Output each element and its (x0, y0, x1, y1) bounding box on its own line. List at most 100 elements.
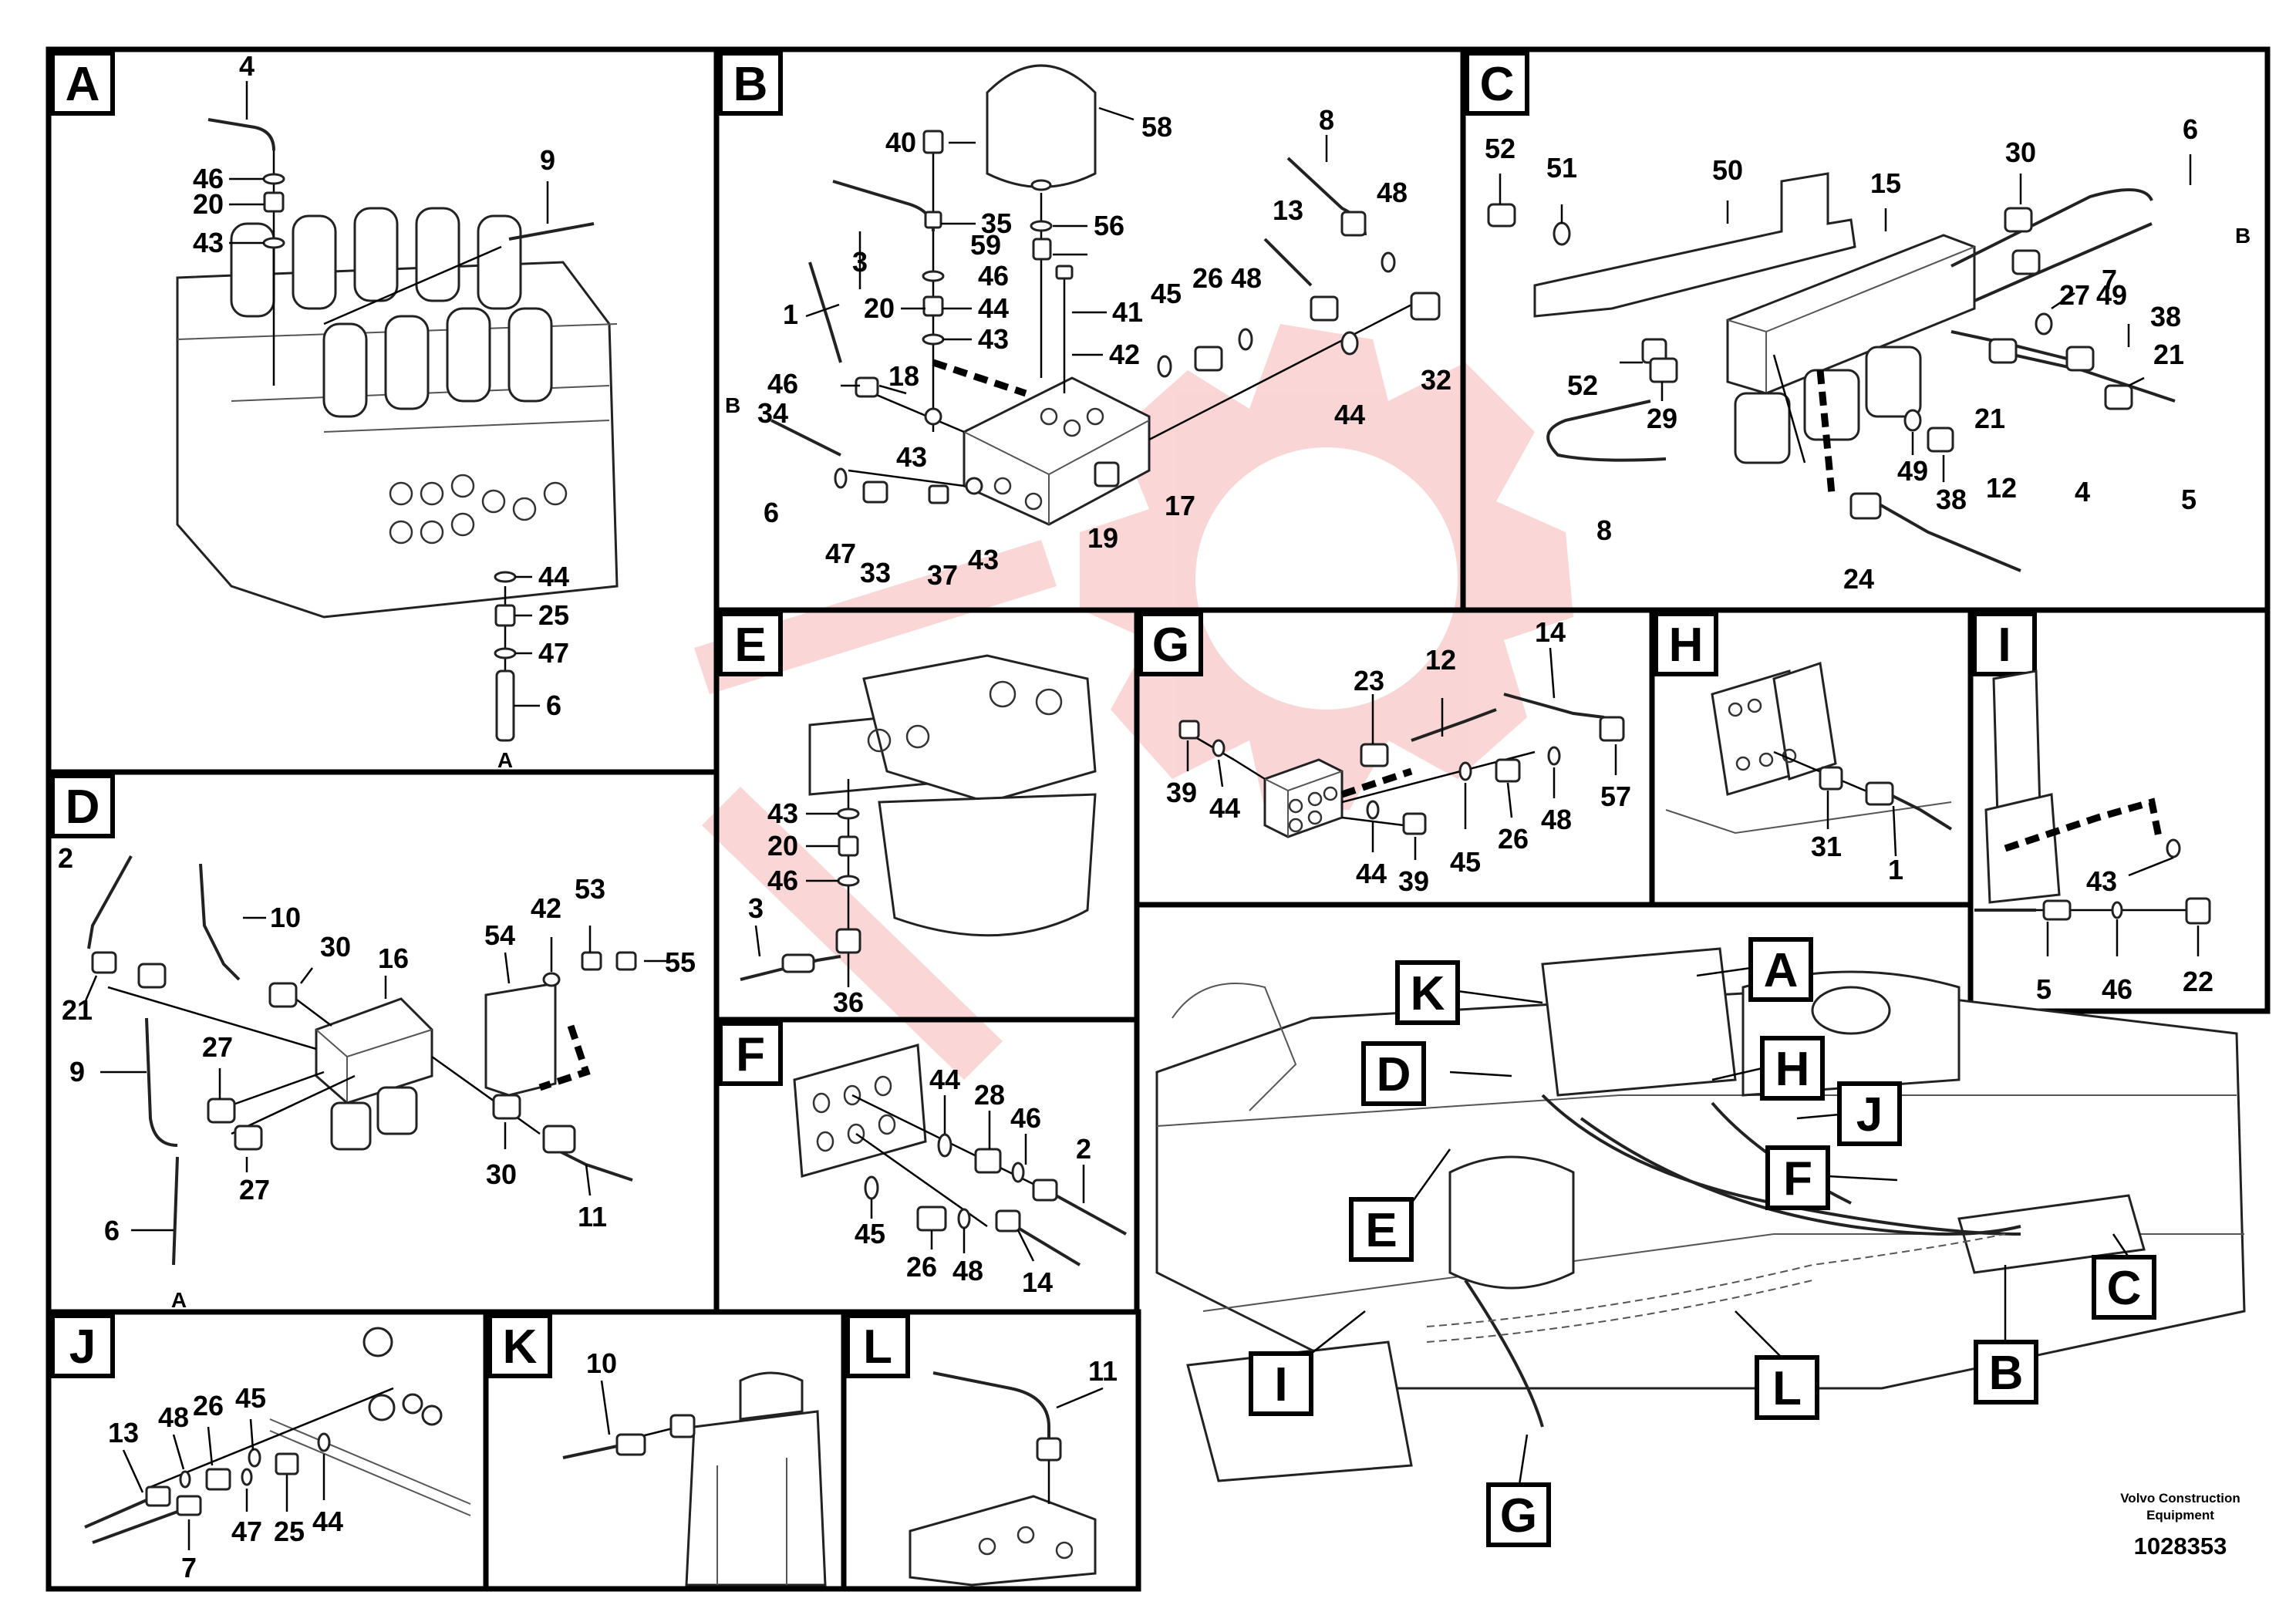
part-label: 5 (2036, 973, 2052, 1005)
callout-d[interactable]: D (1361, 1041, 1426, 1106)
part-label: 30 (2005, 137, 2036, 168)
part-label: 48 (1541, 804, 1572, 835)
part-label: 51 (1546, 152, 1577, 184)
part-label: 44 (538, 561, 569, 592)
part-label: 52 (1567, 369, 1598, 401)
callout-l[interactable]: L (1755, 1355, 1819, 1420)
part-label: 1 (783, 298, 798, 330)
ref-label: B (2235, 224, 2250, 248)
part-label: 21 (2153, 339, 2184, 370)
part-label: 46 (193, 163, 224, 194)
panel-i-letter-box: I (1972, 612, 2037, 676)
part-label: 1 (1888, 854, 1903, 885)
part-label: 2 (1076, 1133, 1091, 1165)
panel-j: J 13 48 (50, 1313, 471, 1583)
panel-d-leaders (83, 916, 667, 1232)
callout-e[interactable]: E (1349, 1197, 1414, 1262)
panel-d-letter: D (66, 781, 100, 834)
panel-i-letter: I (1998, 619, 2011, 672)
part-label: 9 (69, 1056, 85, 1088)
callout-i[interactable]: I (1249, 1351, 1313, 1416)
part-label: 58 (1141, 111, 1172, 143)
panel-k: K 10 (487, 1313, 827, 1587)
callout-a[interactable]: A (1748, 937, 1813, 1002)
part-label: 21 (62, 994, 93, 1026)
callout-c[interactable]: C (2092, 1255, 2156, 1320)
panel-j-leaders (122, 1418, 325, 1550)
part-label: 4 (2075, 476, 2090, 508)
part-label: 6 (104, 1215, 120, 1246)
part-label: 14 (1022, 1266, 1053, 1298)
accumulator (986, 64, 1097, 191)
part-label: 11 (578, 1201, 607, 1233)
callout-h-letter: H (1775, 1043, 1810, 1096)
part-label: 16 (378, 943, 409, 974)
part-label: 43 (193, 227, 224, 258)
callout-e-letter: E (1365, 1204, 1397, 1257)
callout-b[interactable]: B (1974, 1340, 2038, 1404)
part-label: 6 (764, 497, 779, 528)
panel-d-letter-box: D (50, 774, 115, 838)
part-label: 12 (1986, 472, 2017, 504)
part-label: 49 (1897, 455, 1928, 487)
part-label: 43 (767, 798, 798, 829)
part-label: 40 (885, 126, 916, 158)
credit: Volvo Construction Equipment 1028353 (2120, 1491, 2240, 1560)
callout-g[interactable]: G (1486, 1482, 1551, 1547)
panel-b: B (718, 51, 1451, 591)
panel-frames (46, 46, 2271, 1592)
part-label: 5 (2181, 484, 2197, 515)
part-label: 7 (181, 1552, 197, 1583)
panel-c: C (1465, 51, 2250, 595)
part-label: 2 (58, 842, 73, 874)
part-label: 59 (970, 229, 1001, 261)
panel-e-letter-box: E (718, 612, 783, 676)
callout-j[interactable]: J (1837, 1081, 1902, 1146)
part-label: 12 (1425, 644, 1456, 676)
part-label: 43 (2086, 865, 2117, 897)
part-label: 18 (888, 360, 919, 392)
panel-g-letter: G (1152, 619, 1189, 672)
part-label: 57 (1600, 781, 1631, 812)
part-label: 8 (1319, 104, 1334, 136)
panel-d: D (50, 774, 696, 1312)
callout-d-letter: D (1377, 1048, 1411, 1101)
ref-label: A (171, 1288, 187, 1312)
panel-b-letter-box: B (718, 51, 783, 116)
panel-l-letter: L (863, 1320, 892, 1374)
credit-line-2: Equipment (2146, 1508, 2214, 1523)
part-label: 48 (1231, 262, 1262, 294)
callout-h[interactable]: H (1760, 1036, 1825, 1101)
callout-f[interactable]: F (1765, 1145, 1830, 1210)
part-label: 27 (2059, 279, 2090, 311)
callout-k-letter: K (1411, 967, 1445, 1020)
callout-i-letter: I (1274, 1358, 1287, 1411)
panel-e-letter: E (734, 619, 766, 672)
part-label: 46 (2102, 973, 2132, 1005)
panel-k-letter-box: K (487, 1313, 552, 1378)
part-label: 41 (1112, 296, 1143, 328)
callout-k[interactable]: K (1395, 960, 1460, 1025)
part-label: 17 (1165, 490, 1195, 521)
panel-a: A (50, 50, 619, 772)
part-label: 26 (1498, 823, 1529, 855)
callout-j-letter: J (1856, 1088, 1883, 1141)
part-label: 46 (767, 368, 798, 400)
part-label: 46 (767, 865, 798, 896)
panel-h-letter-box: H (1654, 612, 1718, 676)
callout-f-letter: F (1783, 1152, 1812, 1206)
panel-h: H 31 1 (1654, 612, 1953, 885)
part-label: 27 (202, 1031, 233, 1063)
credit-line-1: Volvo Construction (2120, 1491, 2240, 1506)
part-label: 20 (864, 292, 895, 324)
part-label: 53 (575, 873, 605, 905)
part-label: 56 (1094, 210, 1124, 241)
part-label: 48 (158, 1401, 189, 1433)
panel-g-letter-box: G (1138, 612, 1203, 676)
panel-k-letter: K (503, 1320, 538, 1374)
part-label: 44 (312, 1506, 343, 1537)
panel-g: G (1138, 612, 1631, 897)
part-label: 43 (968, 544, 999, 575)
panel-j-letter-box: J (50, 1313, 115, 1378)
